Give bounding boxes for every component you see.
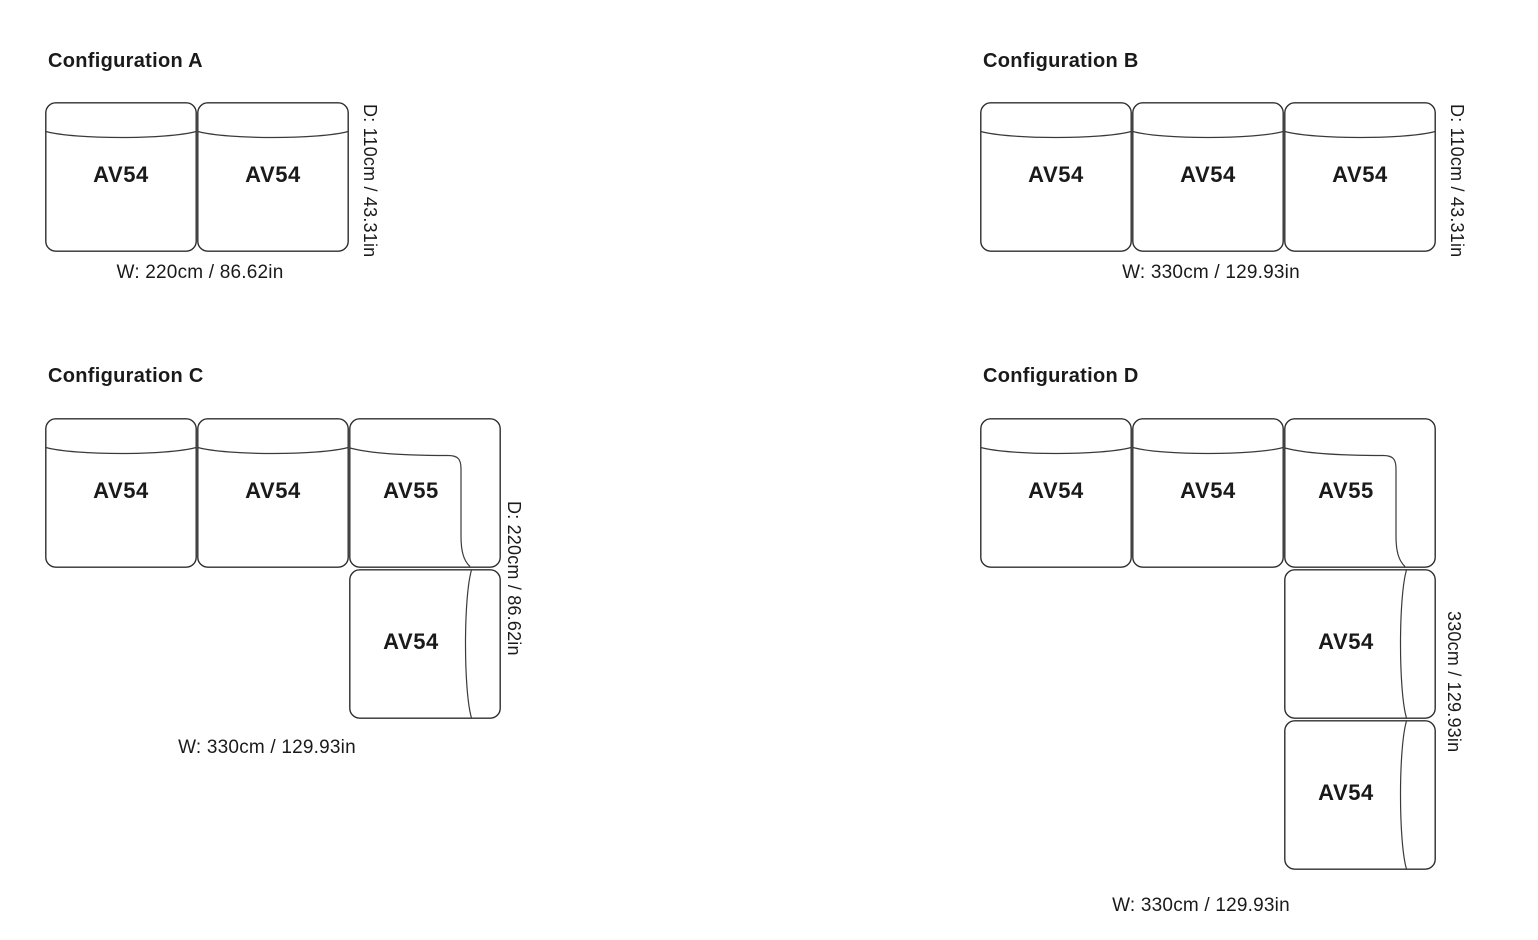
module-shape-av54-a1	[197, 102, 350, 253]
module-outline-drawing	[45, 102, 197, 252]
module-shape-av54-b1	[1132, 102, 1285, 253]
module-shape-av54-c1	[197, 418, 350, 569]
config-title-c: Configuration C	[48, 365, 204, 387]
module-shape-av55-c2	[349, 418, 502, 569]
module-label-av54: AV54	[93, 478, 149, 503]
depth-dimension-label-b: D: 110cm / 43.31in	[1447, 104, 1467, 258]
module-outline-drawing	[980, 102, 1132, 252]
module-label-av54: AV54	[1028, 162, 1084, 187]
module-outline-drawing	[45, 418, 197, 568]
module-outline-drawing	[1284, 418, 1436, 568]
module-outline-drawing	[1284, 102, 1436, 252]
module-label-av54: AV54	[1180, 162, 1236, 187]
module-shape-av54-c3	[349, 569, 502, 720]
depth-dimension-label-a: D: 110cm / 43.31in	[360, 104, 380, 258]
width-dimension-label-a: W: 220cm / 86.62in	[116, 262, 284, 283]
module-shape-av54-d3	[1284, 569, 1437, 720]
module-label-av54: AV54	[1332, 162, 1388, 187]
module-outline-drawing	[1284, 569, 1436, 719]
module-label-av54: AV54	[1318, 780, 1374, 805]
width-dimension-label-b: W: 330cm / 129.93in	[1122, 262, 1300, 283]
config-title-a: Configuration A	[48, 50, 203, 72]
module-shape-av54-b0	[980, 102, 1133, 253]
module-shape-av55-d2	[1284, 418, 1437, 569]
module-label-av54: AV54	[383, 629, 439, 654]
config-title-b: Configuration B	[983, 50, 1139, 72]
module-outline-drawing	[349, 418, 501, 568]
module-shape-av54-d4	[1284, 720, 1437, 871]
module-label-av54: AV54	[1318, 629, 1374, 654]
module-outline-drawing	[197, 102, 349, 252]
module-outline-drawing	[197, 418, 349, 568]
module-outline-drawing	[980, 418, 1132, 568]
module-outline-drawing	[1132, 102, 1284, 252]
module-label-av54: AV54	[93, 162, 149, 187]
width-dimension-label-d: W: 330cm / 129.93in	[1112, 895, 1290, 916]
config-title-d: Configuration D	[983, 365, 1139, 387]
module-shape-av54-b2	[1284, 102, 1437, 253]
module-shape-av54-d0	[980, 418, 1133, 569]
module-shape-av54-d1	[1132, 418, 1285, 569]
module-label-av54: AV54	[245, 478, 301, 503]
module-label-av54: AV54	[245, 162, 301, 187]
module-outline-drawing	[349, 569, 501, 719]
depth-dimension-label-d: 330cm / 129.93in	[1444, 611, 1464, 753]
module-outline-drawing	[1132, 418, 1284, 568]
module-shape-av54-a0	[45, 102, 198, 253]
module-label-av54: AV54	[1028, 478, 1084, 503]
module-label-av55: AV55	[383, 478, 439, 503]
depth-dimension-label-c: D: 220cm / 86.62in	[504, 501, 524, 656]
width-dimension-label-c: W: 330cm / 129.93in	[178, 737, 356, 758]
module-shape-av54-c0	[45, 418, 198, 569]
module-label-av55: AV55	[1318, 478, 1374, 503]
module-outline-drawing	[1284, 720, 1436, 870]
module-label-av54: AV54	[1180, 478, 1236, 503]
